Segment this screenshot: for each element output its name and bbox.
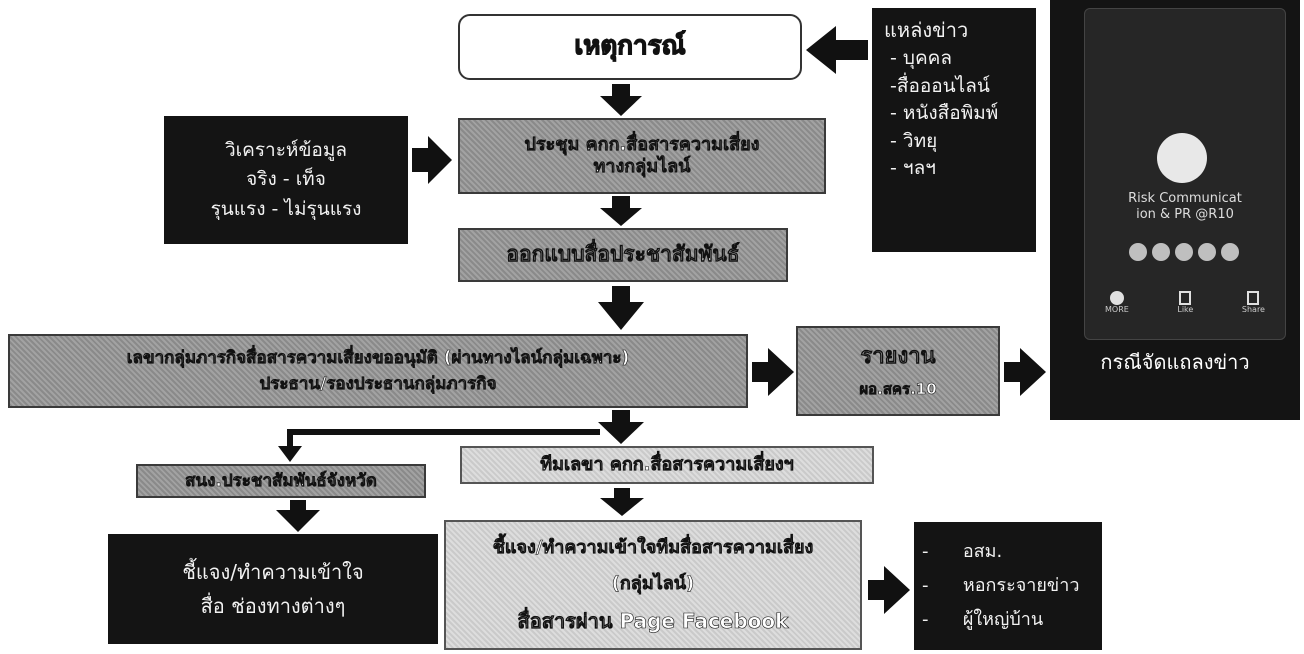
status-icons-row — [1129, 243, 1239, 261]
arrow-approval-to-report — [752, 348, 794, 396]
approval-line: ประธาน/รองประธานกลุ่มภารกิจ — [259, 374, 497, 395]
arrow-approval-to-secretary — [598, 410, 644, 444]
press-caption: กรณีจัดแถลงข่าว — [1050, 346, 1300, 378]
more-icon — [1109, 291, 1124, 305]
arrow-sources-to-event — [806, 26, 868, 74]
share-action[interactable]: Share — [1242, 291, 1265, 314]
clarify-team-line: (กลุ่มไลน์) — [611, 573, 695, 595]
design-label: ออกแบบสื่อประชาสัมพันธ์ — [506, 242, 740, 267]
secretary-box: ทีมเลขา คกก.สื่อสารความเสี่ยงฯ — [460, 446, 874, 484]
like-icon — [1179, 291, 1192, 305]
clarify-media-box: ชี้แจง/ทำความเข้าใจ สื่อ ช่องทางต่างๆ — [108, 534, 438, 644]
source-item: - บุคคล — [890, 47, 953, 69]
profile-name-line: Risk Communicat — [1128, 191, 1242, 206]
arrow-report-to-phone — [1004, 348, 1046, 396]
profile-name-line: ion & PR @R10 — [1136, 206, 1234, 222]
target-item: - หอกระจายข่าว — [922, 574, 1080, 596]
status-icon — [1152, 243, 1170, 261]
clarify-team-box: ชี้แจง/ทำความเข้าใจทีมสื่อสารความเสี่ยง … — [444, 520, 862, 650]
arrow-clarify-team-to-targets — [868, 566, 910, 614]
source-item: -สื่อออนไลน์ — [890, 74, 990, 97]
analysis-line: วิเคราะห์ข้อมูล — [224, 138, 348, 161]
source-item: - หนังสือพิมพ์ — [890, 102, 999, 125]
arrow-secretary-to-clarify-team — [600, 488, 644, 516]
status-icon — [1129, 243, 1147, 261]
secretary-label: ทีมเลขา คกก.สื่อสารความเสี่ยงฯ — [540, 454, 794, 476]
event-label: เหตุการณ์ — [574, 31, 687, 62]
arrow-analysis-to-meeting — [412, 136, 452, 184]
profile-name: Risk Communicat ion & PR @R10 — [1085, 191, 1285, 222]
like-label: Like — [1177, 305, 1194, 314]
source-item: - วิทยุ — [890, 129, 938, 152]
sources-box: แหล่งข่าว - บุคคล -สื่อออนไลน์ - หนังสือ… — [872, 8, 1036, 252]
targets-box: - อสม. - หอกระจายข่าว - ผู้ใหญ่บ้าน — [914, 522, 1102, 650]
arrow-event-to-meeting — [600, 84, 642, 116]
status-icon — [1221, 243, 1239, 261]
phone-screenshot: Risk Communicat ion & PR @R10 MORE Like … — [1050, 0, 1300, 420]
analysis-line: รุนแรง - ไม่รุนแรง — [210, 197, 362, 220]
clarify-team-line: ชี้แจง/ทำความเข้าใจทีมสื่อสารความเสี่ยง — [492, 537, 814, 559]
share-label: Share — [1241, 305, 1265, 314]
meeting-box: ประชุม คกก.สื่อสารความเสี่ยง ทางกลุ่มไลน… — [458, 118, 826, 194]
status-icon — [1198, 243, 1216, 261]
clarify-team-line: สื่อสารผ่าน Page Facebook — [517, 608, 789, 633]
provincial-pr-box: สนง.ประชาสัมพันธ์จังหวัด — [136, 464, 426, 498]
arrow-provincial-to-clarify-media — [276, 500, 320, 532]
profile-avatar — [1157, 133, 1207, 183]
target-item: - ผู้ใหญ่บ้าน — [922, 609, 1044, 631]
status-icon — [1175, 243, 1193, 261]
design-box: ออกแบบสื่อประชาสัมพันธ์ — [458, 228, 788, 282]
arrow-meeting-to-design — [600, 196, 642, 226]
press-caption-text: กรณีจัดแถลงข่าว — [1100, 350, 1250, 374]
analysis-box: วิเคราะห์ข้อมูล จริง - เท็จ รุนแรง - ไม่… — [164, 116, 408, 244]
target-item: - อสม. — [922, 540, 1003, 562]
meeting-line: ประชุม คกก.สื่อสารความเสี่ยง — [524, 134, 760, 156]
like-action[interactable]: Like — [1177, 291, 1193, 314]
share-icon — [1247, 291, 1260, 305]
approval-box: เลขากลุ่มภารกิจสื่อสารความเสี่ยงขออนุมัต… — [8, 334, 748, 408]
phone-actions: MORE Like Share — [1105, 291, 1265, 314]
phone-device: Risk Communicat ion & PR @R10 MORE Like … — [1084, 8, 1286, 340]
sources-title: แหล่งข่าว — [884, 18, 969, 42]
analysis-line: จริง - เท็จ — [246, 168, 326, 191]
clarify-media-line: สื่อ ช่องทางต่างๆ — [200, 594, 346, 618]
arrow-tip-provincial — [278, 446, 302, 462]
source-item: - ฯลฯ — [890, 157, 936, 180]
event-box: เหตุการณ์ — [458, 14, 802, 80]
report-subtitle: ผอ.สคร.10 — [859, 380, 937, 399]
arrow-design-to-approval — [598, 286, 644, 330]
more-action[interactable]: MORE — [1105, 291, 1129, 314]
report-title: รายงาน — [860, 343, 936, 369]
report-box: รายงาน ผอ.สคร.10 — [796, 326, 1000, 416]
more-label: MORE — [1105, 305, 1129, 314]
approval-line: เลขากลุ่มภารกิจสื่อสารความเสี่ยงขออนุมัต… — [126, 347, 630, 368]
meeting-line: ทางกลุ่มไลน์ — [593, 156, 691, 178]
clarify-media-line: ชี้แจง/ทำความเข้าใจ — [182, 560, 364, 584]
provincial-pr-label: สนง.ประชาสัมพันธ์จังหวัด — [185, 470, 377, 491]
